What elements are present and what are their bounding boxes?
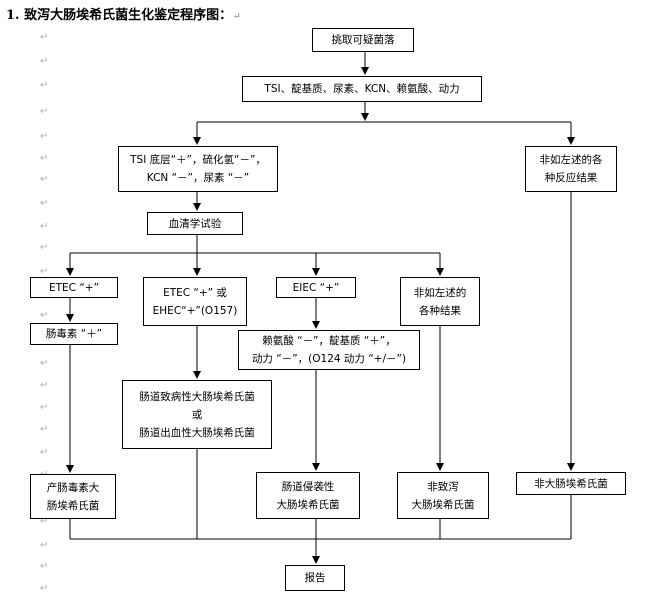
node-text: 非如左述的 (413, 286, 467, 299)
node-text: 产肠毒素大 (46, 481, 100, 494)
paragraph-mark: ↵ (40, 266, 49, 277)
node-etec: ETEC “+” (30, 277, 118, 298)
node-text: 肠毒素 “＋” (45, 328, 103, 340)
node-not-above-top: 非如左述的各 种反应结果 (525, 146, 617, 192)
node-text: 动力 “－”，(O124 动力 “+/－”) (251, 353, 407, 365)
node-text: 肠道致病性大肠埃希氏菌 (139, 390, 255, 403)
paragraph-mark: ↵ (40, 447, 49, 458)
paragraph-mark: ↵ (40, 561, 49, 572)
node-text: 挑取可疑菌落 (331, 34, 395, 46)
paragraph-mark: ↵ (40, 32, 49, 43)
node-text: EIEC “+” (292, 281, 340, 294)
paragraph-mark: ↵ (40, 540, 49, 551)
node-text: 大肠埃希氏菌 (411, 498, 475, 511)
node-text: 肠道出血性大肠埃希氏菌 (139, 426, 255, 439)
node-epec-ehec-result: 肠道致病性大肠埃希氏菌 或 肠道出血性大肠埃希氏菌 (122, 380, 272, 449)
paragraph-mark: ↵ (40, 106, 49, 117)
paragraph-mark: ↵ (40, 131, 49, 142)
node-text: 肠埃希氏菌 (46, 499, 100, 512)
node-text: 或 (191, 408, 203, 421)
node-biochem-tests: TSI、靛基质、尿素、KCN、赖氨酸、动力 (242, 76, 482, 102)
paragraph-mark: ↵ (40, 221, 49, 232)
paragraph-mark: ↵ (40, 358, 49, 369)
node-enterotoxin: 肠毒素 “＋” (30, 323, 118, 345)
paragraph-mark: ↵ (40, 174, 49, 185)
paragraph-mark: ↵ (40, 242, 49, 253)
node-text: TSI、靛基质、尿素、KCN、赖氨酸、动力 (264, 83, 460, 95)
node-enterotoxigenic-ecoli: 产肠毒素大 肠埃希氏菌 (30, 474, 116, 519)
paragraph-mark: ↵ (40, 402, 49, 413)
node-pick-suspect-colony: 挑取可疑菌落 (312, 28, 414, 52)
paragraph-mark: ↵ (40, 583, 49, 594)
node-enteroinvasive-ecoli: 肠道侵袭性 大肠埃希氏菌 (256, 472, 360, 519)
node-lysine-indole: 赖氨酸 “－”，靛基质 “＋”， 动力 “－”，(O124 动力 “+/－”) (238, 330, 420, 370)
node-text: 非大肠埃希氏菌 (534, 477, 608, 490)
node-text: 肠道侵袭性 (281, 480, 335, 493)
node-not-above-mid: 非如左述的 各种结果 (400, 277, 480, 326)
node-text: ETEC “+” 或 (163, 286, 227, 299)
node-tsi-result: TSI 底层“＋”，硫化氢“－”， KCN “－”，尿素 “－” (118, 146, 278, 192)
node-text: KCN “－”，尿素 “－” (146, 172, 250, 184)
paragraph-mark: ↵ (40, 153, 49, 164)
node-text: TSI 底层“＋”，硫化氢“－”， (130, 154, 266, 166)
paragraph-mark: ↵ (40, 516, 49, 527)
paragraph-mark: ↵ (40, 198, 49, 209)
node-serology: 血清学试验 (147, 212, 243, 235)
page-title: 1. 致泻大肠埃希氏菌生化鉴定程序图：↵ (6, 8, 241, 23)
node-text: 报告 (304, 572, 326, 584)
node-text: 种反应结果 (544, 172, 598, 184)
node-text: 赖氨酸 “－”，靛基质 “＋”， (262, 335, 396, 347)
node-text: ETEC “+” (48, 281, 100, 294)
paragraph-mark: ↵ (40, 380, 49, 391)
node-report: 报告 (285, 565, 345, 591)
node-eiec: EIEC “+” (276, 277, 356, 298)
paragraph-mark: ↵ (40, 424, 49, 435)
node-text: 非致泻 (427, 480, 459, 493)
node-non-ecoli: 非大肠埃希氏菌 (516, 472, 626, 495)
node-text: 各种结果 (419, 304, 461, 317)
node-nonpathogenic-ecoli: 非致泻 大肠埃希氏菌 (397, 472, 489, 519)
paragraph-mark: ↵ (40, 56, 49, 67)
node-text: 大肠埃希氏菌 (276, 498, 340, 511)
node-text: 血清学试验 (168, 217, 222, 230)
node-text: EHEC“+”(O157) (152, 304, 238, 317)
node-text: 非如左述的各 (539, 154, 603, 166)
paragraph-mark: ↵ (40, 310, 49, 321)
paragraph-mark: ↵ (40, 80, 49, 91)
node-etec-or-ehec: ETEC “+” 或 EHEC“+”(O157) (143, 277, 247, 326)
